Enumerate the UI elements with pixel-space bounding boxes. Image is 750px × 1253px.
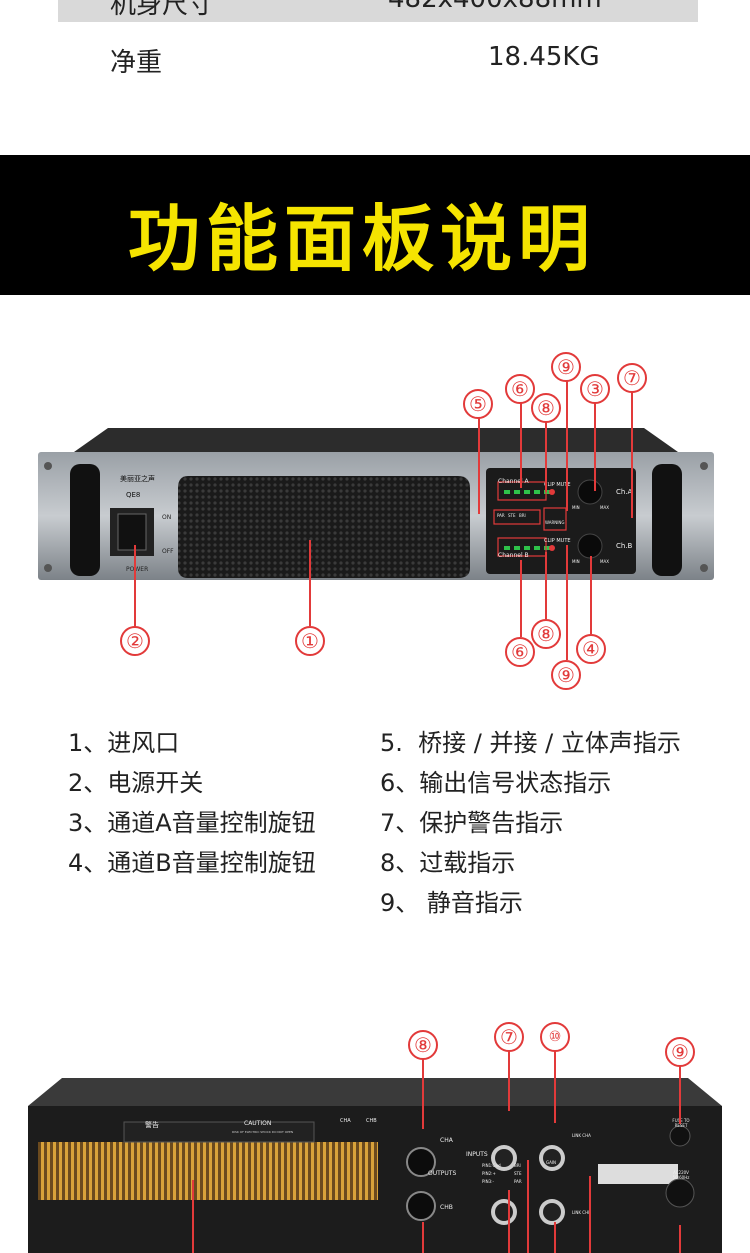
legend-item: 5. 桥接 / 并接 / 立体声指示 xyxy=(380,729,681,757)
spec-value: 482x400x88mm xyxy=(388,0,602,14)
leader-line xyxy=(422,1222,424,1253)
leader-line xyxy=(520,403,522,488)
ch-b-label: Ch.B xyxy=(616,542,633,550)
callout-2: ② xyxy=(120,626,150,656)
leader-line xyxy=(527,1160,529,1253)
section-banner xyxy=(0,155,750,295)
rear-callout-8: ⑧ xyxy=(408,1030,438,1060)
mode-label-bri: BRI xyxy=(519,513,526,518)
callout-7: ⑦ xyxy=(617,363,647,393)
rear-output-cha: CHA xyxy=(440,1137,453,1144)
section-title: 功能面板说明 xyxy=(128,197,597,281)
leader-line xyxy=(679,1225,681,1253)
rear-callout-10: ⑩ xyxy=(540,1022,570,1052)
leader-line xyxy=(545,552,547,619)
rear-gain-label: GAIN xyxy=(546,1160,557,1165)
leader-line xyxy=(554,1222,556,1253)
leader-line xyxy=(554,1051,556,1123)
rear-caution-sub: RISK OF ELECTRIC SHOCK DO NOT OPEN xyxy=(232,1130,294,1134)
rear-mode-ste: STE xyxy=(514,1171,522,1176)
rear-mode-par: PAR xyxy=(514,1179,522,1184)
callout-8-top: ⑧ xyxy=(531,393,561,423)
rear-fuse-label: FUSE TO RESET xyxy=(672,1118,690,1128)
amplifier-rear-panel xyxy=(28,1078,722,1253)
switch-off-label: OFF xyxy=(162,548,174,555)
leader-line xyxy=(309,540,311,626)
rear-link-chb-label: LINK CHB xyxy=(572,1210,591,1215)
mode-label-ste: STE xyxy=(508,513,516,518)
model-label: QE8 xyxy=(126,491,141,499)
legend-item: 3、通道A音量控制旋钮 xyxy=(68,809,316,837)
leader-line xyxy=(545,422,547,492)
spec-value: 18.45KG xyxy=(488,42,600,72)
clip-mute-b-label: CLIP MUTE xyxy=(544,538,571,544)
leader-line xyxy=(508,1190,510,1253)
ch-a-label: Ch.A xyxy=(616,488,633,496)
max-a-label: MAX xyxy=(600,505,609,510)
leader-line xyxy=(508,1051,510,1111)
rear-ac-label: AC220V 50/60Hz xyxy=(672,1170,690,1180)
leader-line xyxy=(589,1176,591,1253)
leader-line xyxy=(422,1059,424,1129)
rear-link-cha-label: LINK CHA xyxy=(572,1133,591,1138)
leader-line xyxy=(566,381,568,511)
callout-3: ③ xyxy=(580,374,610,404)
callout-8-bottom: ⑧ xyxy=(531,619,561,649)
legend-item: 2、电源开关 xyxy=(68,769,204,797)
leader-line xyxy=(192,1180,194,1253)
mode-label-par: PAR xyxy=(497,513,505,518)
clip-mute-a-label: CLIP MUTE xyxy=(544,482,571,488)
rear-pin3-label: PIN3:- xyxy=(482,1179,494,1184)
spec-label: 净重 xyxy=(110,48,163,78)
rear-pin2-label: PIN2:+ xyxy=(482,1171,496,1176)
callout-6-bottom: ⑥ xyxy=(505,637,535,667)
legend-item: 8、过载指示 xyxy=(380,849,516,877)
legend-item: 9、 静音指示 xyxy=(380,889,523,917)
callout-4: ④ xyxy=(576,634,606,664)
min-b-label: MIN xyxy=(572,559,580,564)
callout-9-top: ⑨ xyxy=(551,352,581,382)
callout-1: ① xyxy=(295,626,325,656)
legend-item: 1、进风口 xyxy=(68,729,180,757)
rear-callout-9: ⑨ xyxy=(665,1037,695,1067)
callout-5: ⑤ xyxy=(463,389,493,419)
legend-item: 6、输出信号状态指示 xyxy=(380,769,612,797)
spec-row-weight: 净重 18.45KG xyxy=(0,42,750,86)
rear-outputs-label: OUTPUTS xyxy=(428,1170,457,1177)
leader-line xyxy=(520,560,522,637)
leader-line xyxy=(590,556,592,634)
power-label: POWER xyxy=(126,566,149,573)
channel-b-label: Channel B xyxy=(498,552,529,559)
channel-a-label: Channel A xyxy=(498,478,529,485)
rear-callout-7: ⑦ xyxy=(494,1022,524,1052)
leader-line xyxy=(566,545,568,660)
rear-mode-bri: BRI xyxy=(514,1163,521,1168)
switch-on-label: ON xyxy=(162,514,172,521)
callout-9-bottom: ⑨ xyxy=(551,660,581,690)
rear-caution-label: CAUTION xyxy=(244,1120,272,1127)
min-a-label: MIN xyxy=(572,505,580,510)
rear-inputs-label: INPUTS xyxy=(466,1151,488,1158)
spec-label: 机身尺寸 xyxy=(110,0,215,20)
legend-item: 7、保护警告指示 xyxy=(380,809,564,837)
rear-pin1-label: PIN1:Gnd xyxy=(482,1163,501,1168)
rear-chb-label: CHB xyxy=(366,1118,377,1124)
rear-cha-label: CHA xyxy=(340,1118,351,1124)
leader-line xyxy=(631,392,633,518)
spec-row-size: 机身尺寸 482x400x88mm xyxy=(58,0,698,22)
warning-label: WARNING xyxy=(545,520,565,525)
legend-item: 4、通道B音量控制旋钮 xyxy=(68,849,316,877)
leader-line xyxy=(134,545,136,627)
brand-logo: 美丽亚之声 xyxy=(120,475,155,483)
leader-line xyxy=(679,1066,681,1124)
rear-output-chb: CHB xyxy=(440,1204,453,1211)
amplifier-front-panel xyxy=(38,428,714,580)
rear-warning-label: 警告 xyxy=(145,1121,159,1129)
max-b-label: MAX xyxy=(600,559,609,564)
leader-line xyxy=(478,418,480,514)
callout-6-top: ⑥ xyxy=(505,374,535,404)
leader-line xyxy=(594,403,596,491)
